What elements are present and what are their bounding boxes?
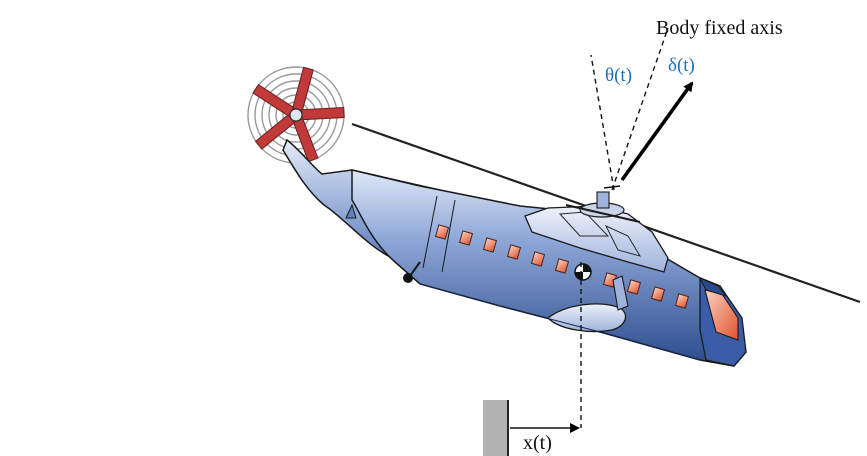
tail-wheel-strut (409, 261, 421, 277)
tail-strut (345, 203, 357, 219)
tail-rotor-hub (289, 108, 303, 122)
door-line-2 (441, 199, 456, 273)
tail-rotor-blades (252, 66, 345, 163)
rotor-hub-arm (565, 204, 641, 223)
hub-tick (603, 185, 621, 189)
thrust-vector-arrow (620, 81, 694, 182)
door-line (422, 195, 438, 269)
tail-wheel (403, 273, 413, 283)
window-row (434, 224, 690, 309)
body-fixed-axis-label: Body fixed axis (656, 17, 783, 39)
nose-top-stripe (698, 276, 728, 297)
canopy-frame (558, 211, 610, 237)
tail-rotor-icon (247, 66, 345, 164)
sponson-strut (612, 275, 629, 311)
helicopter-illustration (282, 138, 747, 367)
upper-cowling (524, 205, 669, 273)
ground-wall-icon (483, 400, 508, 456)
fuselage (351, 169, 747, 367)
belly-line (419, 283, 701, 361)
position-label: x(t) (523, 432, 552, 454)
body-fixed-axis-line (611, 27, 669, 191)
rotor-hub-mast (596, 191, 610, 209)
vertical-dashed-line (590, 54, 615, 191)
center-of-mass-icon (574, 263, 592, 281)
canopy-frame-2 (604, 224, 642, 257)
sponson (547, 303, 627, 333)
theta-label: θ(t) (605, 65, 632, 86)
delta-label: δ(t) (668, 55, 695, 76)
